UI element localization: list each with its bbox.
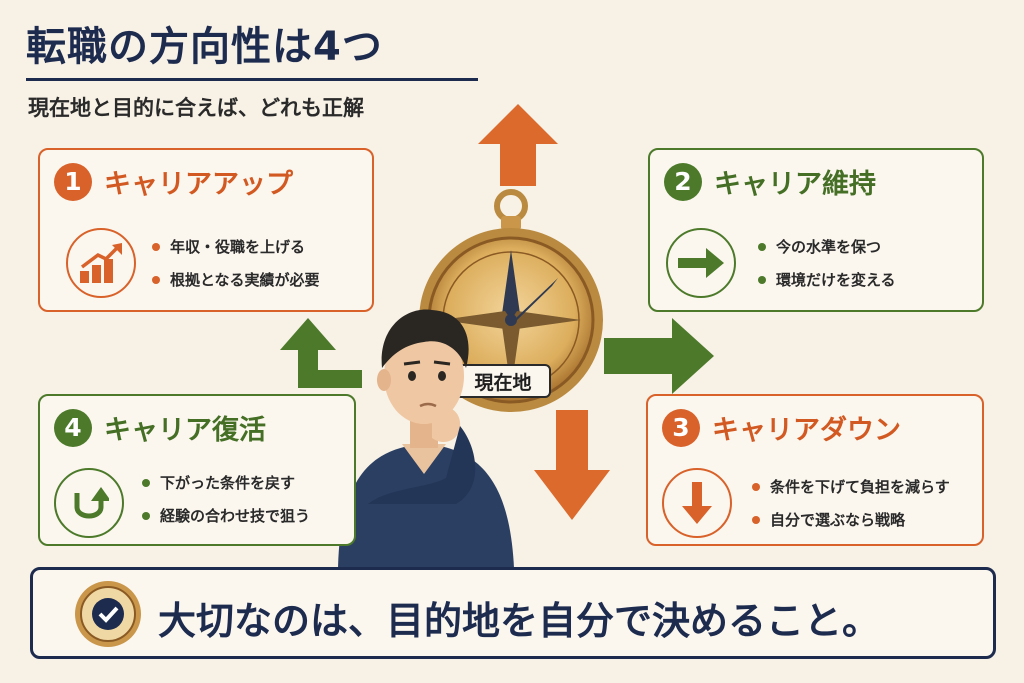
card-title: キャリア維持	[714, 169, 876, 200]
return-arrow-icon	[280, 318, 362, 388]
card-header: 3 キャリアダウン	[662, 408, 901, 447]
card-header: 1 キャリアアップ	[54, 162, 293, 201]
card-title: キャリアアップ	[104, 169, 293, 200]
right-arrow-icon	[666, 228, 736, 298]
list-item: 今の水準を保つ	[758, 236, 896, 257]
card-title: キャリアダウン	[712, 415, 901, 446]
number-badge: 3	[662, 408, 700, 447]
list-item: 条件を下げて負担を減らす	[752, 476, 950, 497]
u-turn-arrow-icon	[54, 468, 124, 538]
conclusion-text: 大切なのは、目的地を自分で決めること。	[158, 599, 881, 643]
page-subtitle: 現在地と目的に合えば、どれも正解	[28, 96, 364, 120]
number-badge: 2	[664, 162, 702, 201]
card-career-revival: 4 キャリア復活 下がった条件を戻す 経験の合わせ技で狙う	[38, 394, 356, 546]
compass-check-icon	[75, 581, 141, 647]
list-item: 年収・役職を上げる	[152, 236, 320, 257]
up-arrow-icon	[478, 104, 558, 186]
list-item: 環境だけを変える	[758, 269, 896, 290]
card-bullets: 今の水準を保つ 環境だけを変える	[758, 236, 896, 302]
card-header: 4 キャリア復活	[54, 408, 266, 447]
card-bullets: 下がった条件を戻す 経験の合わせ技で狙う	[142, 472, 310, 538]
thinking-person-illustration	[338, 309, 514, 568]
card-career-down: 3 キャリアダウン 条件を下げて負担を減らす 自分で選ぶなら戦略	[646, 394, 984, 546]
rising-bar-chart-icon	[66, 228, 136, 298]
title-underline	[26, 78, 478, 81]
number-badge: 1	[54, 162, 92, 201]
right-arrow-icon	[604, 318, 714, 394]
card-career-maintain: 2 キャリア維持 今の水準を保つ 環境だけを変える	[648, 148, 984, 312]
page-title: 転職の方向性は4つ	[26, 24, 383, 70]
list-item: 経験の合わせ技で狙う	[142, 505, 310, 526]
card-bullets: 条件を下げて負担を減らす 自分で選ぶなら戦略	[752, 476, 950, 542]
card-title: キャリア復活	[104, 415, 266, 446]
card-bullets: 年収・役職を上げる 根拠となる実績が必要	[152, 236, 320, 302]
list-item: 下がった条件を戻す	[142, 472, 310, 493]
conclusion-banner	[30, 567, 996, 659]
number-badge: 4	[54, 408, 92, 447]
card-career-up: 1 キャリアアップ 年収・役職を上げる 根拠となる実績が必要	[38, 148, 374, 312]
down-arrow-icon	[534, 410, 610, 520]
list-item: 根拠となる実績が必要	[152, 269, 320, 290]
card-header: 2 キャリア維持	[664, 162, 876, 201]
list-item: 自分で選ぶなら戦略	[752, 509, 950, 530]
down-arrow-icon	[662, 468, 732, 538]
